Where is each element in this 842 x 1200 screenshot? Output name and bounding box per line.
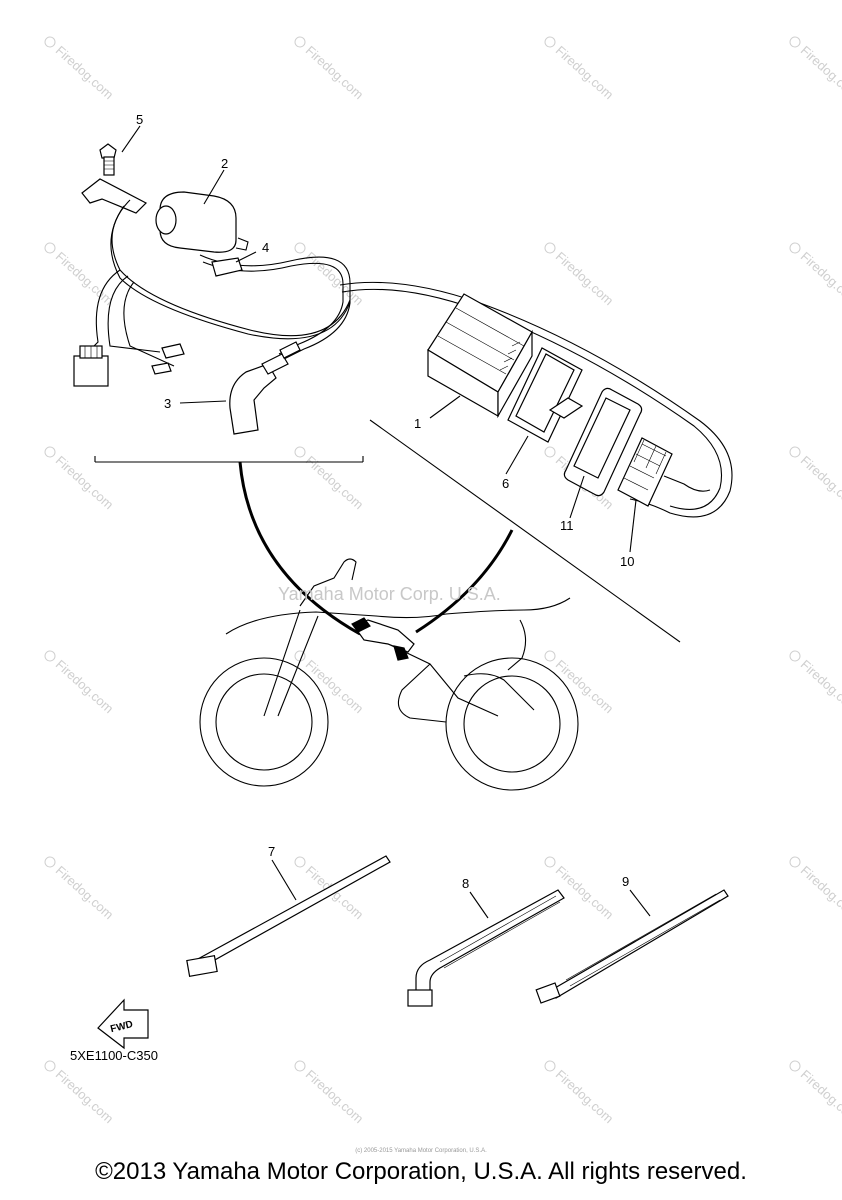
watermark-tile: Firedog.com — [44, 446, 116, 512]
watermark-text: Firedog.com — [798, 657, 842, 716]
label-5: 5 — [136, 112, 143, 127]
connector-part-10 — [617, 437, 711, 507]
watermark-tile: Firedog.com — [789, 650, 842, 716]
watermark-tile: Firedog.com — [294, 1060, 367, 1126]
watermark-text: Firedog.com — [303, 657, 367, 716]
connector-part-11 — [563, 387, 643, 497]
watermark-tile: Firedog.com — [789, 36, 842, 102]
cable-tie-part-7 — [186, 855, 391, 978]
watermark-text: Firedog.com — [798, 249, 842, 308]
watermark-tile: Firedog.com — [544, 650, 617, 716]
watermark-text: Firedog.com — [798, 863, 842, 922]
watermark-text: Firedog.com — [53, 249, 117, 308]
ignition-coil-part-2 — [155, 191, 249, 253]
watermark-text: Firedog.com — [553, 657, 617, 716]
label-9: 9 — [622, 874, 629, 889]
watermark-tile: Firedog.com — [544, 856, 617, 922]
watermark-tile: Firedog.com — [789, 242, 842, 308]
watermark-tile: Firedog.com — [544, 36, 617, 102]
watermark-text: Firedog.com — [798, 1067, 842, 1126]
label-8: 8 — [462, 876, 469, 891]
label-6: 6 — [502, 476, 509, 491]
watermark-text: Firedog.com — [303, 1067, 367, 1126]
cluster-boundary — [339, 281, 733, 518]
watermark-tile: Firedog.com — [789, 446, 842, 512]
cdi-unit-part-1 — [427, 293, 533, 419]
watermark-tile: Firedog.com — [44, 1060, 117, 1126]
watermark-tile: Firedog.com — [294, 446, 366, 512]
watermark-text: Firedog.com — [53, 863, 117, 922]
connector-part-6 — [507, 347, 584, 443]
label-4: 4 — [262, 240, 269, 255]
label-11: 11 — [560, 518, 574, 533]
watermark-text: Firedog.com — [53, 43, 117, 102]
cable-tie-part-8 — [407, 889, 565, 1007]
label-7: 7 — [268, 844, 275, 859]
watermark-tile: Firedog.com — [44, 856, 117, 922]
label-3: 3 — [164, 396, 171, 411]
watermark-tile: Firedog.com — [294, 650, 367, 716]
label-2: 2 — [221, 156, 228, 171]
watermark-tile: Firedog.com — [44, 242, 117, 308]
watermark-text: Firedog.com — [303, 43, 367, 102]
watermark-tile: Firedog.com — [294, 242, 366, 308]
copyright-footer: ©2013 Yamaha Motor Corporation, U.S.A. A… — [95, 1158, 747, 1185]
pointer-right — [415, 529, 514, 634]
fwd-label: FWD — [109, 1019, 134, 1035]
coil-bracket — [81, 178, 148, 214]
watermark-tile: Firedog.com — [789, 856, 842, 922]
center-watermark: Yamaha Motor Corp. U.S.A. — [278, 584, 501, 604]
watermark-text: Firedog.com — [553, 43, 617, 102]
leader-lines — [121, 125, 651, 919]
watermark-text: Firedog.com — [553, 1067, 617, 1126]
watermark-text: Firedog.com — [53, 1067, 117, 1126]
cdi-group — [339, 281, 733, 643]
watermark-tile: Firedog.com — [294, 36, 367, 102]
watermark-text: Firedog.com — [553, 249, 617, 308]
part-labels: 5 2 4 3 1 6 11 10 7 8 9 5XE1100-C350 — [70, 112, 634, 1063]
watermark-tile: Firedog.com — [544, 1060, 617, 1126]
label-10: 10 — [620, 554, 634, 569]
watermark-text: Firedog.com — [798, 453, 842, 512]
fwd-arrow-icon: FWD — [97, 998, 149, 1050]
ignition-coil-group — [73, 143, 351, 435]
watermark-text: Firedog.com — [53, 657, 117, 716]
pointer-left — [238, 461, 361, 636]
watermark-tile: Firedog.com — [544, 242, 617, 308]
boundary-line — [369, 419, 681, 643]
watermark-text: Firedog.com — [798, 43, 842, 102]
wire-connector — [73, 345, 109, 387]
motorcycle-outline — [199, 558, 579, 791]
watermark-tile: Firedog.com — [44, 650, 117, 716]
diagram-code: 5XE1100-C350 — [70, 1048, 158, 1063]
watermark-tile: Firedog.com — [789, 1060, 842, 1126]
plug-cap-part-3 — [229, 341, 301, 435]
tiny-notice: (c) 2005-2015 Yamaha Motor Corporation, … — [355, 1148, 487, 1154]
label-1: 1 — [414, 416, 421, 431]
cable-tie-part-9 — [535, 889, 729, 1004]
watermark-text: Firedog.com — [553, 863, 617, 922]
bolt-part-5 — [99, 143, 117, 176]
watermark-tile: Firedog.com — [44, 36, 117, 102]
